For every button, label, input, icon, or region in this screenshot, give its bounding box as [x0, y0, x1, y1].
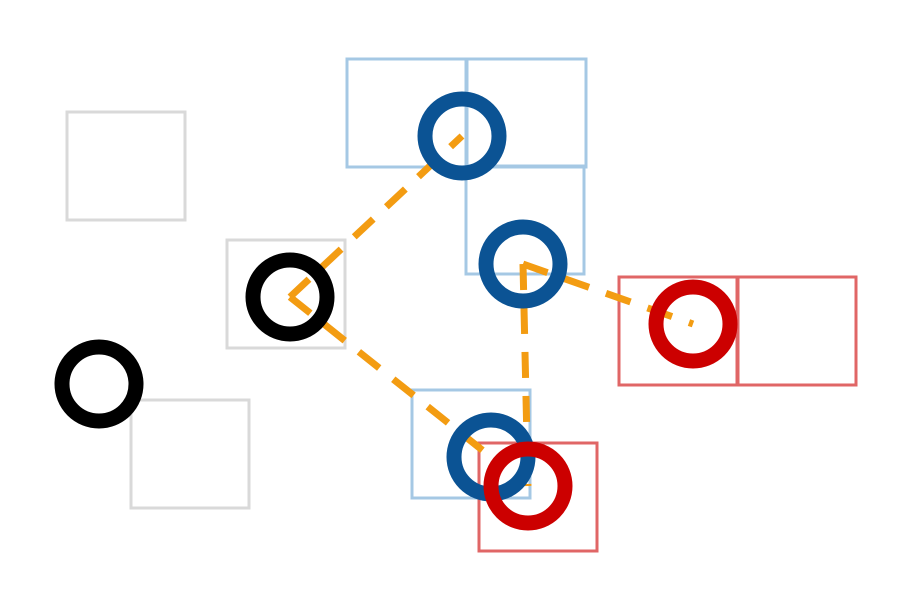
black-node-1	[54, 339, 144, 429]
gray-box-2	[225, 238, 347, 350]
black-node-2	[245, 252, 335, 342]
red-node-1	[648, 279, 738, 369]
red-node-2	[483, 441, 573, 531]
red-box-2	[736, 275, 858, 387]
gray-box-3	[129, 398, 251, 510]
blue-box-1	[345, 57, 469, 169]
gray-box-1	[65, 110, 187, 222]
node-layer	[54, 91, 738, 531]
blue-node-2	[478, 219, 568, 309]
link-layer	[287, 133, 695, 487]
blue-node-1	[417, 91, 507, 181]
